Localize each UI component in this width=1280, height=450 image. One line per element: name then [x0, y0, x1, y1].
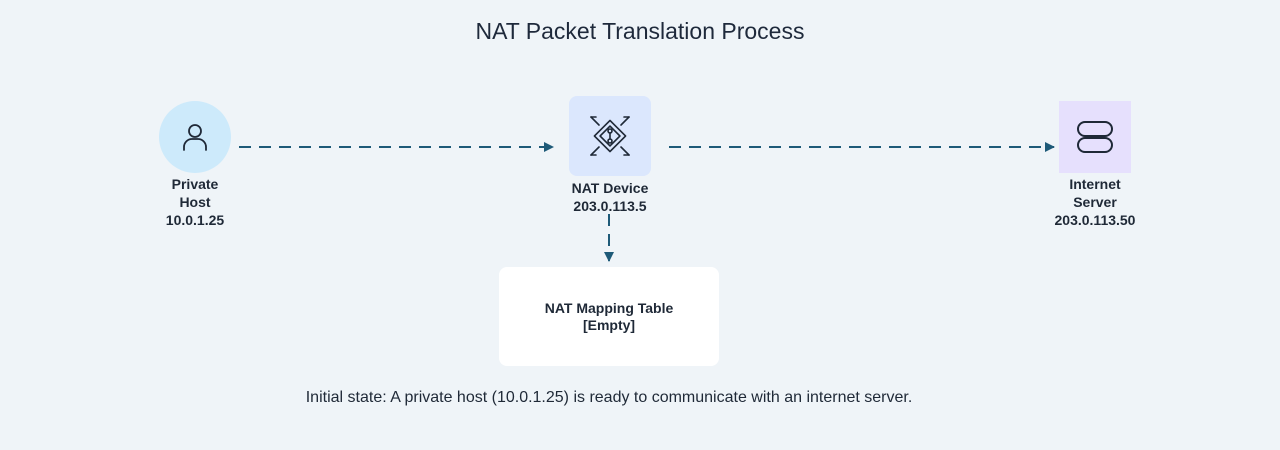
private-host-node[interactable] — [159, 101, 231, 173]
internet-server-name-line2: Server — [1073, 194, 1117, 210]
state-caption: Initial state: A private host (10.0.1.25… — [305, 389, 913, 406]
mapping-table-title: NAT Mapping Table — [544, 299, 674, 316]
private-host-name-line1: Private — [171, 176, 219, 192]
nat-device-node[interactable] — [569, 96, 651, 176]
internet-server-ip: 203.0.113.50 — [1054, 212, 1136, 228]
nat-device-ip: 203.0.113.5 — [573, 198, 647, 214]
mapping-table-status: [Empty] — [582, 316, 636, 333]
nat-mapping-table[interactable]: NAT Mapping Table [Empty] — [499, 267, 719, 366]
router-chip-icon — [590, 116, 630, 156]
internet-server-node[interactable] — [1059, 101, 1131, 173]
internet-server-name-line1: Internet — [1069, 176, 1121, 192]
private-host-name-line2: Host — [179, 194, 211, 210]
nat-device-name: NAT Device — [571, 180, 649, 196]
private-host-label: Private Host 10.0.1.25 — [135, 175, 255, 229]
private-host-ip: 10.0.1.25 — [165, 212, 225, 228]
person-icon — [183, 124, 207, 151]
nat-device-label: NAT Device 203.0.113.5 — [540, 179, 680, 215]
server-icon — [1077, 121, 1113, 153]
diagram-title: NAT Packet Translation Process — [475, 18, 805, 44]
internet-server-label: Internet Server 203.0.113.50 — [1035, 175, 1155, 229]
